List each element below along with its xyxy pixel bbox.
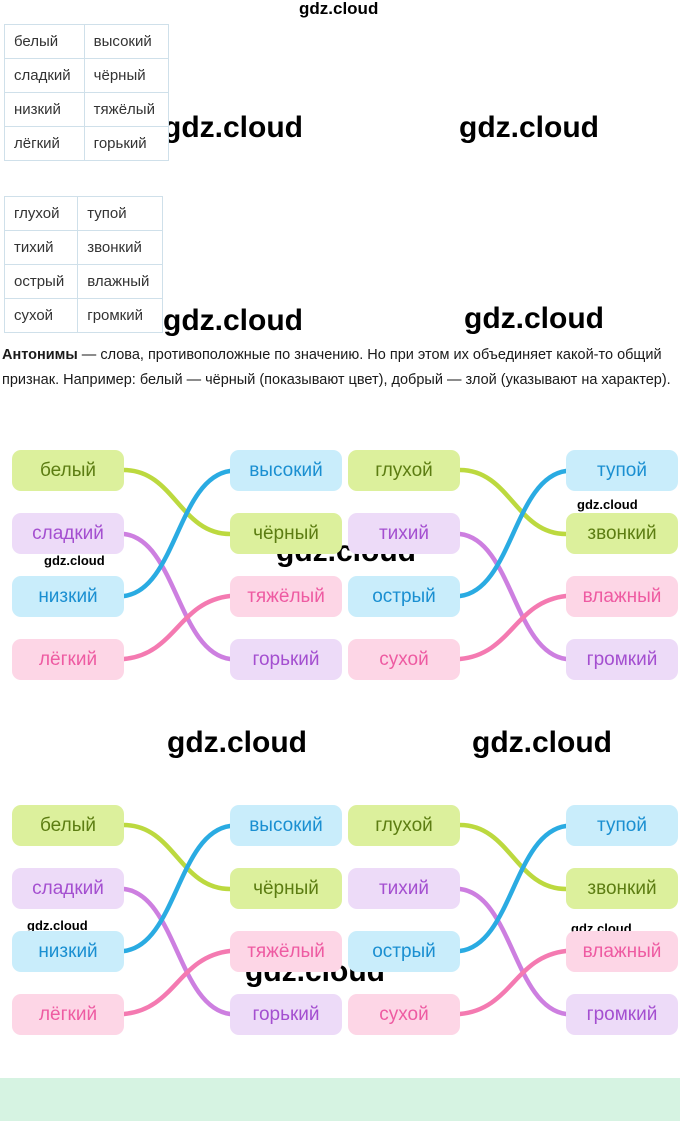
word-chip: острый (348, 576, 460, 617)
word-chip: тяжёлый (230, 576, 342, 617)
word-chip: сладкий (12, 868, 124, 909)
table-row: сладкий чёрный (4, 58, 169, 93)
word-chip: глухой (348, 805, 460, 846)
word-chip: звонкий (566, 513, 678, 554)
word-chip: влажный (566, 931, 678, 972)
connection-line (457, 822, 569, 892)
connection-lines (121, 822, 233, 1017)
table-cell: острый (3, 264, 79, 299)
connection-line (121, 593, 233, 662)
table-cell: низкий (4, 92, 85, 127)
table-cell: тяжёлый (83, 92, 169, 127)
connection-line (457, 886, 569, 1017)
word-chip: сухой (348, 639, 460, 680)
table-row: сухой громкий (3, 298, 164, 333)
table-row: низкий тяжёлый (4, 92, 169, 127)
table-row: острый влажный (3, 264, 164, 299)
connection-line (121, 823, 233, 954)
watermark: gdz.cloud (167, 726, 307, 759)
table-cell: горький (83, 126, 169, 161)
word-chip: громкий (566, 639, 678, 680)
word-chip: белый (12, 805, 124, 846)
word-chip: тупой (566, 450, 678, 491)
antonym-table-1: белый высокий сладкий чёрный низкий тяжё… (4, 24, 169, 161)
definition-body: — слова, противоположные по значению. Но… (2, 347, 671, 388)
watermark: gdz.cloud (464, 302, 604, 335)
word-chip: горький (230, 639, 342, 680)
word-chip: лёгкий (12, 994, 124, 1035)
word-chip: высокий (230, 805, 342, 846)
word-chip: тупой (566, 805, 678, 846)
table-cell: сухой (3, 298, 79, 333)
word-chip: глухой (348, 450, 460, 491)
table-cell: глухой (3, 196, 79, 231)
watermark: gdz.cloud (472, 726, 612, 759)
word-chip: громкий (566, 994, 678, 1035)
word-chip: сладкий (12, 513, 124, 554)
word-chip: горький (230, 994, 342, 1035)
table-cell: звонкий (77, 230, 164, 265)
table-cell: тихий (3, 230, 79, 265)
word-chip: низкий (12, 931, 124, 972)
word-chip: тихий (348, 513, 460, 554)
word-chip: тяжёлый (230, 931, 342, 972)
watermark: gdz.cloud (163, 304, 303, 337)
watermark: gdz.cloud (459, 111, 599, 144)
watermark: gdz.cloud (44, 553, 105, 568)
word-chip: сухой (348, 994, 460, 1035)
connection-line (121, 531, 233, 662)
connection-lines (457, 822, 569, 1017)
table-row: тихий звонкий (3, 230, 164, 265)
word-chip: острый (348, 931, 460, 972)
table-cell: белый (4, 24, 85, 59)
connection-line (121, 822, 233, 892)
matching-diagram-2: глухой тихий острый сухой тупой звонкий … (348, 450, 678, 680)
watermark: gdz.cloud (299, 0, 379, 18)
connection-line (121, 948, 233, 1017)
definition-paragraph: Антонимы — слова, противоположные по зна… (2, 343, 678, 393)
table-cell: тупой (77, 196, 164, 231)
matching-diagram-3: белый сладкий низкий лёгкий высокий чёрн… (12, 805, 342, 1035)
table-cell: громкий (77, 298, 164, 333)
table-cell: влажный (77, 264, 164, 299)
word-chip: звонкий (566, 868, 678, 909)
table-cell: чёрный (83, 58, 169, 93)
word-chip: лёгкий (12, 639, 124, 680)
connection-line (457, 468, 569, 599)
connection-line (457, 531, 569, 662)
connection-line (457, 467, 569, 537)
word-chip: чёрный (230, 868, 342, 909)
connection-line (457, 948, 569, 1017)
connection-lines (457, 467, 569, 662)
table-row: белый высокий (4, 24, 169, 59)
antonym-table-2: глухой тупой тихий звонкий острый влажны… (3, 196, 164, 333)
word-chip: белый (12, 450, 124, 491)
word-chip: чёрный (230, 513, 342, 554)
definition-term: Антонимы (2, 347, 78, 363)
watermark: gdz.cloud (577, 497, 638, 512)
word-chip: низкий (12, 576, 124, 617)
matching-diagram-1: белый сладкий низкий лёгкий высокий чёрн… (12, 450, 342, 680)
watermark: gdz.cloud (163, 111, 303, 144)
watermark: gdz.cloud (27, 918, 88, 933)
table-row: лёгкий горький (4, 126, 169, 161)
word-chip: высокий (230, 450, 342, 491)
table-cell: высокий (83, 24, 169, 59)
table-cell: сладкий (4, 58, 85, 93)
word-chip: тихий (348, 868, 460, 909)
connection-line (121, 467, 233, 537)
connection-line (121, 468, 233, 599)
connection-line (121, 886, 233, 1017)
table-cell: лёгкий (4, 126, 85, 161)
table-row: глухой тупой (3, 196, 164, 231)
matching-diagram-4: глухой тихий острый сухой тупой звонкий … (348, 805, 678, 1035)
word-chip: влажный (566, 576, 678, 617)
connection-lines (121, 467, 233, 662)
footer-band (0, 1078, 680, 1121)
connection-line (457, 593, 569, 662)
connection-line (457, 823, 569, 954)
